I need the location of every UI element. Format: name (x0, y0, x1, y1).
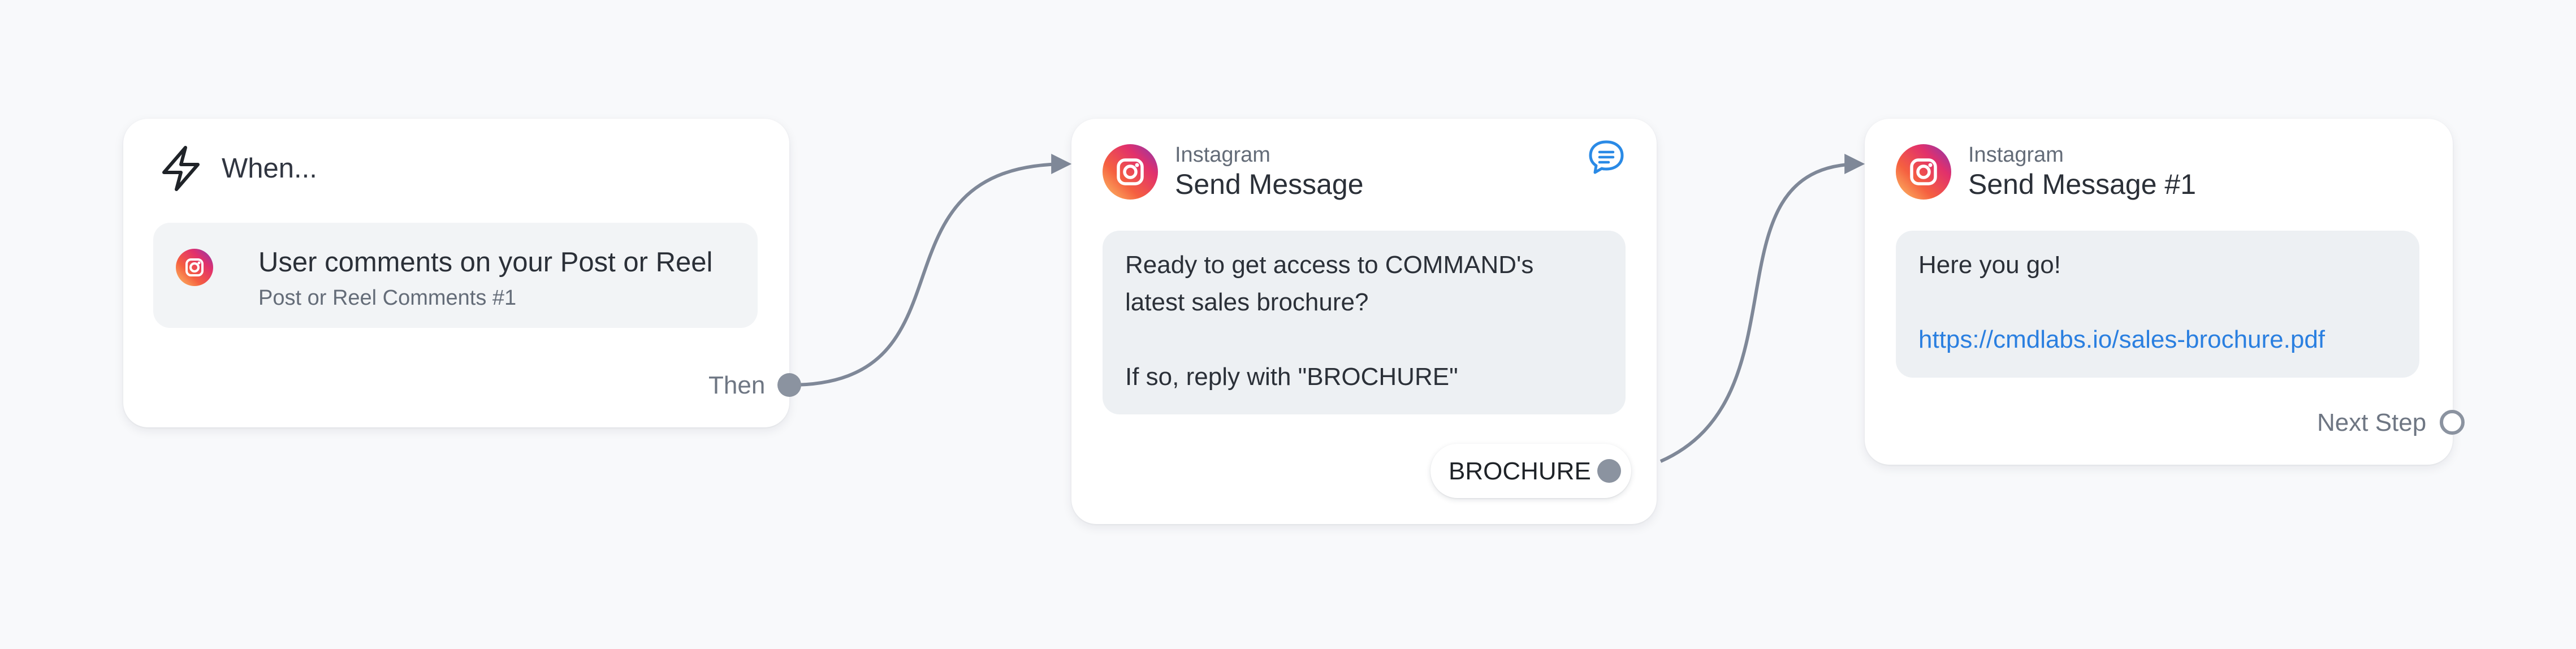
trigger-event-title: User comments on your Post or Reel (258, 247, 713, 278)
send-message-node[interactable]: Instagram Send Message Ready to get acce… (1071, 119, 1657, 524)
brochure-button-label: BROCHURE (1449, 457, 1591, 485)
message-box[interactable]: Here you go! https://cmdlabs.io/sales-br… (1896, 231, 2419, 378)
then-port-label: Then (708, 371, 766, 399)
message-line: Ready to get access to COMMAND's (1125, 251, 1534, 279)
send-message-app-name: Instagram (1175, 143, 1270, 167)
trigger-node[interactable]: When... User comments on your Post or Re… (123, 119, 801, 427)
trigger-event-card[interactable]: User comments on your Post or Reel Post … (153, 223, 758, 328)
instagram-icon (1103, 144, 1158, 200)
lightning-bolt-icon (162, 146, 200, 191)
trigger-event-subtitle: Post or Reel Comments #1 (258, 286, 517, 310)
send-message-1-app-name: Instagram (1968, 143, 2064, 167)
then-port[interactable] (777, 373, 801, 397)
message-link[interactable]: https://cmdlabs.io/sales-brochure.pdf (1918, 326, 2326, 353)
message-line: If so, reply with "BROCHURE" (1125, 363, 1458, 391)
instagram-icon (1896, 144, 1951, 200)
message-box[interactable]: Ready to get access to COMMAND's latest … (1103, 231, 1626, 414)
send-message-1-node[interactable]: Instagram Send Message #1 Here you go! h… (1865, 119, 2465, 465)
next-step-port-label: Next Step (2317, 409, 2427, 436)
send-message-title: Send Message (1175, 168, 1364, 200)
trigger-header: When... (158, 144, 317, 193)
edge-brochure-to-send-message-1[interactable] (1659, 154, 1865, 463)
message-text: Here you go! (1918, 251, 2061, 279)
send-message-1-title: Send Message #1 (1968, 168, 2197, 200)
trigger-title: When... (222, 153, 317, 184)
brochure-port[interactable] (1597, 459, 1621, 483)
chat-bubble-icon[interactable] (1586, 137, 1627, 178)
message-line: latest sales brochure? (1125, 288, 1369, 316)
instagram-icon (176, 249, 213, 286)
brochure-quick-reply-button[interactable]: BROCHURE (1430, 444, 1631, 498)
next-step-port[interactable] (2440, 410, 2465, 435)
send-message-header: Instagram Send Message (1103, 142, 1364, 201)
edge-trigger-to-send-message[interactable] (789, 154, 1072, 387)
send-message-1-header: Instagram Send Message #1 (1896, 142, 2196, 201)
